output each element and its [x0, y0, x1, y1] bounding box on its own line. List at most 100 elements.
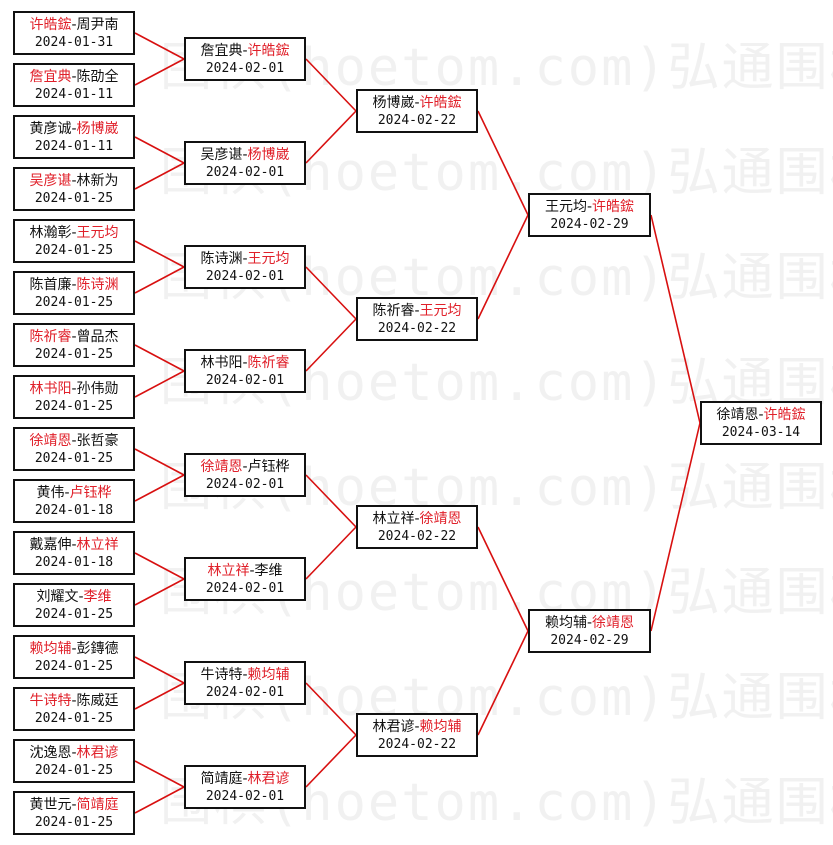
player-two: 王元均	[247, 250, 290, 267]
separator: -	[71, 16, 77, 33]
connector-line	[134, 474, 185, 502]
match-date: 2024-01-18	[34, 554, 114, 570]
match-date: 2024-02-29	[550, 216, 629, 232]
connector-line	[134, 136, 185, 164]
separator: -	[71, 744, 77, 761]
connector-line	[305, 58, 357, 112]
separator: -	[586, 614, 593, 631]
separator: -	[414, 302, 420, 319]
match-date: 2024-02-29	[550, 632, 629, 648]
player-one: 黄世元	[29, 796, 72, 813]
player-two: 张哲豪	[76, 432, 119, 449]
separator: -	[71, 380, 77, 397]
connector-line	[134, 786, 185, 814]
connector-line	[305, 474, 357, 528]
separator: -	[71, 328, 77, 345]
separator: -	[78, 588, 84, 605]
separator: -	[242, 770, 248, 787]
separator: -	[71, 640, 77, 657]
player-one: 黄伟	[36, 484, 65, 501]
connector-line	[134, 682, 185, 710]
separator: -	[249, 562, 255, 579]
connector-line	[134, 578, 185, 606]
player-two: 许皓鋐	[419, 94, 462, 111]
player-one: 黄彦诚	[29, 120, 72, 137]
player-two: 陈威廷	[76, 692, 119, 709]
separator: -	[242, 146, 248, 163]
player-two: 林新为	[76, 172, 119, 189]
match-players: 简靖庭-林君谚	[200, 770, 289, 788]
player-one: 简靖庭	[200, 770, 243, 787]
player-one: 陈诗渊	[200, 250, 243, 267]
connector-line	[134, 58, 185, 86]
match-players: 陈祈睿-曾品杰	[29, 328, 118, 346]
match-players: 牛诗特-陈威廷	[29, 692, 118, 710]
separator: -	[414, 718, 420, 735]
match-date: 2024-03-14	[721, 424, 801, 440]
separator: -	[71, 224, 77, 241]
match-players: 林君谚-赖均辅	[372, 718, 461, 736]
player-one: 吴彦谌	[200, 146, 243, 163]
player-two: 徐靖恩	[419, 510, 462, 527]
connector-line	[477, 214, 529, 320]
match-date: 2024-01-25	[34, 606, 114, 622]
player-one: 赖均辅	[544, 614, 587, 631]
connector-line	[134, 656, 185, 684]
match-date: 2024-02-01	[205, 684, 285, 700]
player-two: 许皓鋐	[763, 406, 806, 423]
player-two: 许皓鋐	[247, 42, 290, 59]
match-date: 2024-02-22	[377, 112, 457, 128]
match-date: 2024-02-01	[205, 268, 285, 284]
separator: -	[71, 276, 77, 293]
player-two: 王元均	[419, 302, 462, 319]
player-one: 吴彦谌	[29, 172, 72, 189]
player-two: 杨博崴	[247, 146, 290, 163]
match-date: 2024-01-25	[34, 762, 114, 778]
match-players: 林书阳-陈祈睿	[200, 354, 289, 372]
match-date: 2024-02-01	[205, 372, 285, 388]
connector-line	[305, 734, 357, 788]
match-date: 2024-01-25	[34, 658, 114, 674]
player-two: 周尹南	[76, 16, 119, 33]
match-players: 刘耀文-李维	[36, 588, 111, 606]
match-players: 戴嘉伸-林立祥	[29, 536, 118, 554]
match-date: 2024-01-11	[34, 138, 114, 154]
player-two: 赖均辅	[247, 666, 290, 683]
separator: -	[71, 536, 77, 553]
connector-line	[134, 162, 185, 190]
match-date: 2024-02-01	[205, 164, 285, 180]
player-one: 林书阳	[29, 380, 72, 397]
separator: -	[242, 666, 248, 683]
connector-line	[134, 760, 185, 788]
player-two: 徐靖恩	[592, 614, 635, 631]
player-one: 王元均	[544, 198, 587, 215]
match-players: 杨博崴-许皓鋐	[372, 94, 461, 112]
player-two: 曾品杰	[76, 328, 119, 345]
connector-line	[134, 552, 185, 580]
player-one: 林立祥	[207, 562, 250, 579]
player-one: 林立祥	[372, 510, 415, 527]
match-date: 2024-02-01	[205, 580, 285, 596]
match-players: 黄伟-卢钰桦	[36, 484, 111, 502]
separator: -	[758, 406, 764, 423]
match-players: 徐靖恩-卢钰桦	[200, 458, 289, 476]
player-two: 卢钰桦	[69, 484, 112, 501]
separator: -	[64, 484, 70, 501]
match-players: 吴彦谌-杨博崴	[200, 146, 289, 164]
connector-line	[134, 370, 185, 398]
connector-line	[134, 240, 185, 268]
